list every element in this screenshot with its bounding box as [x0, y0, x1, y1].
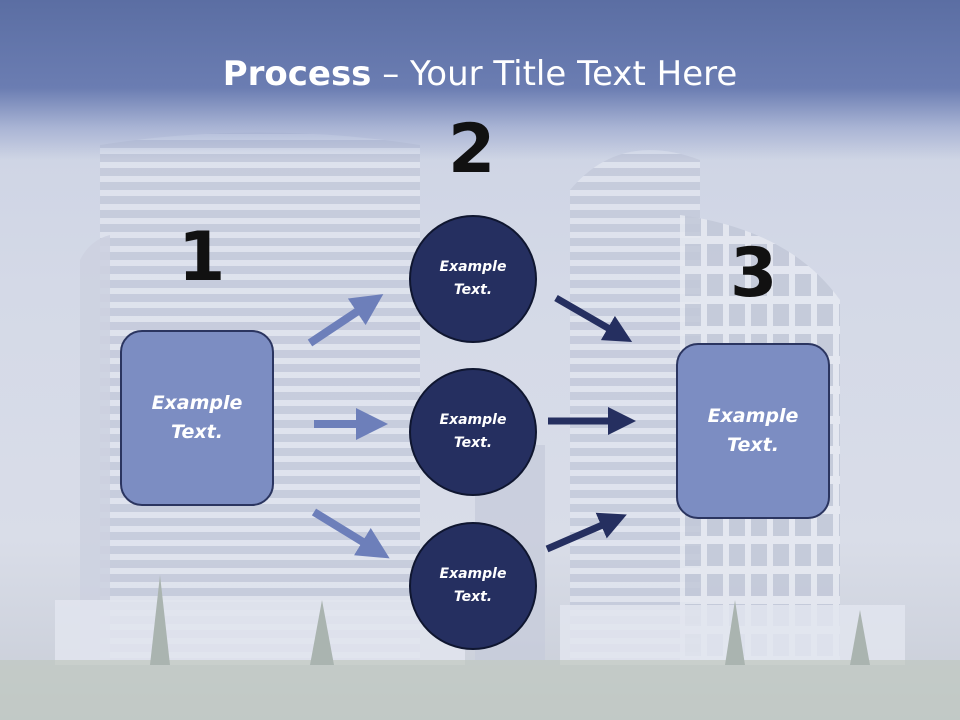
arrow-down-right-light: [311, 508, 390, 559]
title-band: [0, 0, 960, 160]
circle-middle-text: Example Text.: [439, 412, 507, 451]
left-text-box: Example Text.: [120, 330, 274, 506]
title-rest: – Your Title Text Here: [371, 54, 738, 94]
right-box-text: Example Text.: [707, 405, 799, 456]
circle-middle: Example Text.: [409, 368, 537, 496]
circle-top: Example Text.: [409, 215, 537, 343]
left-box-text: Example Text.: [151, 392, 243, 443]
title-bold: Process: [222, 54, 372, 94]
arrow-up-right-dark: [545, 512, 627, 553]
step-number-1: 1: [178, 218, 226, 297]
slide-title: Process – Your Title Text Here: [0, 52, 960, 96]
step-number-3: 3: [730, 234, 778, 313]
step-number-2: 2: [448, 110, 496, 189]
right-text-box: Example Text.: [676, 343, 830, 519]
circle-bottom-text: Example Text.: [439, 566, 507, 605]
arrow-up-right-light: [307, 294, 384, 347]
circle-bottom: Example Text.: [409, 522, 537, 650]
circle-top-text: Example Text.: [439, 259, 507, 298]
arrow-down-right-dark: [554, 294, 633, 343]
